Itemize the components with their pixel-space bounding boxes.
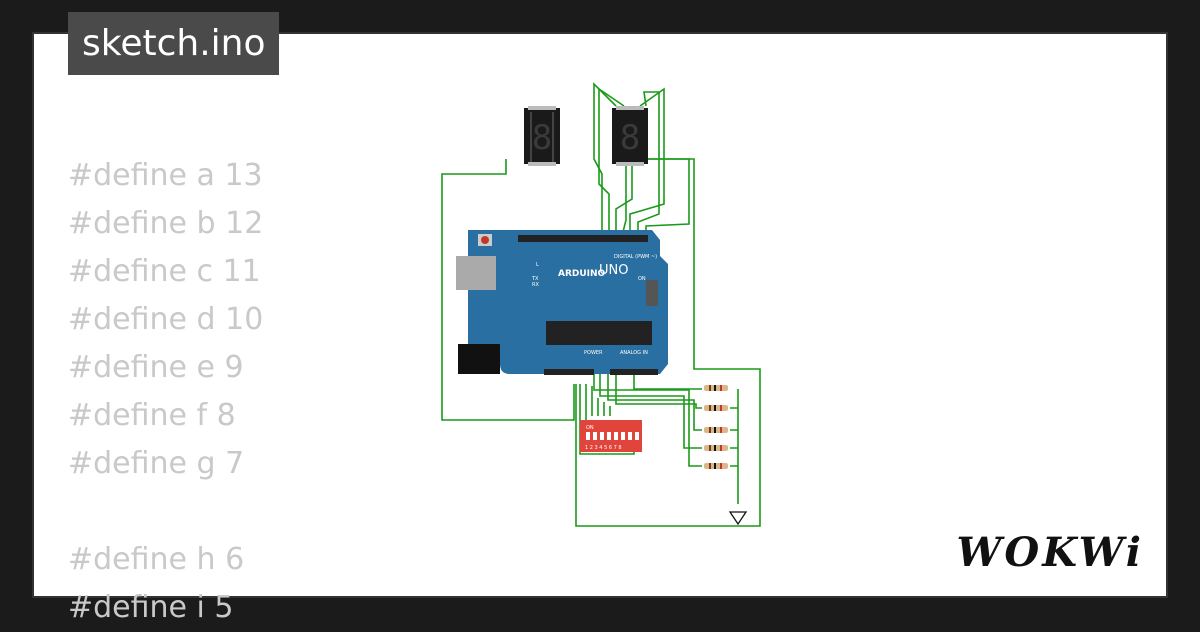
resistor[interactable] <box>704 385 728 391</box>
icsp-header <box>646 280 658 306</box>
dip-numbers: 1 2 3 4 5 6 7 8 <box>585 445 622 451</box>
power-jack <box>458 344 500 374</box>
reset-button[interactable] <box>481 236 489 244</box>
power-header <box>544 369 594 375</box>
microcontroller-chip <box>546 321 652 345</box>
code-line: #define h 6 <box>68 542 245 577</box>
code-line: #define d 10 <box>68 302 264 337</box>
l-label: L <box>536 262 539 268</box>
resistor[interactable] <box>704 405 728 411</box>
digital-header <box>518 235 648 242</box>
code-line: #define a 13 <box>68 158 263 193</box>
wire-resistor-2 <box>599 374 702 449</box>
digit-right: 8 <box>620 118 640 158</box>
wokwi-logo: WOKWi <box>956 529 1144 576</box>
preview-card: #define a 13 #define b 12 #define c 11 #def… <box>34 34 1166 625</box>
analog-header <box>610 369 658 375</box>
wire-right-display-2 <box>598 87 625 232</box>
digital-label: DIGITAL (PWM ~) <box>614 254 657 260</box>
code-line: #define b 12 <box>68 206 264 241</box>
resistor[interactable] <box>704 427 728 433</box>
dip-on-label: ON <box>586 425 594 431</box>
tx-label: TX <box>531 276 539 282</box>
wire-right-display-6 <box>622 159 627 233</box>
wire-ground-loop <box>575 158 761 527</box>
code-line: #define f 8 <box>68 398 236 433</box>
wire-resistor-5 <box>633 374 702 390</box>
code-line: #define i 5 <box>68 590 234 625</box>
resistors <box>704 385 728 469</box>
circuit-diagram: 8 8 ARDUINO UNO DIGITAL (PWM ~) POWER AN… <box>441 82 761 527</box>
digit-left: 8 <box>532 118 552 158</box>
seven-segment-display-left[interactable]: 8 <box>524 106 560 166</box>
board-brand: ARDUINO <box>558 269 606 279</box>
board-model: UNO <box>599 263 628 278</box>
on-label: ON <box>638 276 646 282</box>
code-line: #define g 7 <box>68 446 245 481</box>
wire-left-display <box>441 159 575 421</box>
code-line: #define e 9 <box>68 350 244 385</box>
rx-label: RX <box>532 282 539 288</box>
wire-resistor-bus <box>730 407 738 467</box>
arduino-board[interactable]: ARDUINO UNO DIGITAL (PWM ~) POWER ANALOG… <box>456 230 668 375</box>
wire-dip-inputs <box>591 386 611 416</box>
code-line: #define c 11 <box>68 254 261 289</box>
seven-segment-display-right[interactable]: 8 <box>612 106 648 166</box>
wire-resistor-4 <box>615 374 702 409</box>
usb-port <box>456 256 496 290</box>
wire-resistor-1 <box>593 374 702 467</box>
dip-switch[interactable]: ON 1 2 3 4 5 6 7 8 <box>580 420 642 452</box>
wire-right-display-4 <box>629 87 665 232</box>
ground-icon <box>728 511 748 526</box>
sketch-file-tab[interactable]: sketch.ino <box>68 12 280 75</box>
analog-label: ANALOG IN <box>620 350 648 356</box>
wire-right-display-5 <box>637 91 660 232</box>
wire-resistor-3 <box>607 374 702 431</box>
power-label: POWER <box>584 350 603 356</box>
code-preview: #define a 13 #define b 12 #define c 11 #def… <box>68 152 263 632</box>
resistor[interactable] <box>704 445 728 451</box>
resistor[interactable] <box>704 463 728 469</box>
